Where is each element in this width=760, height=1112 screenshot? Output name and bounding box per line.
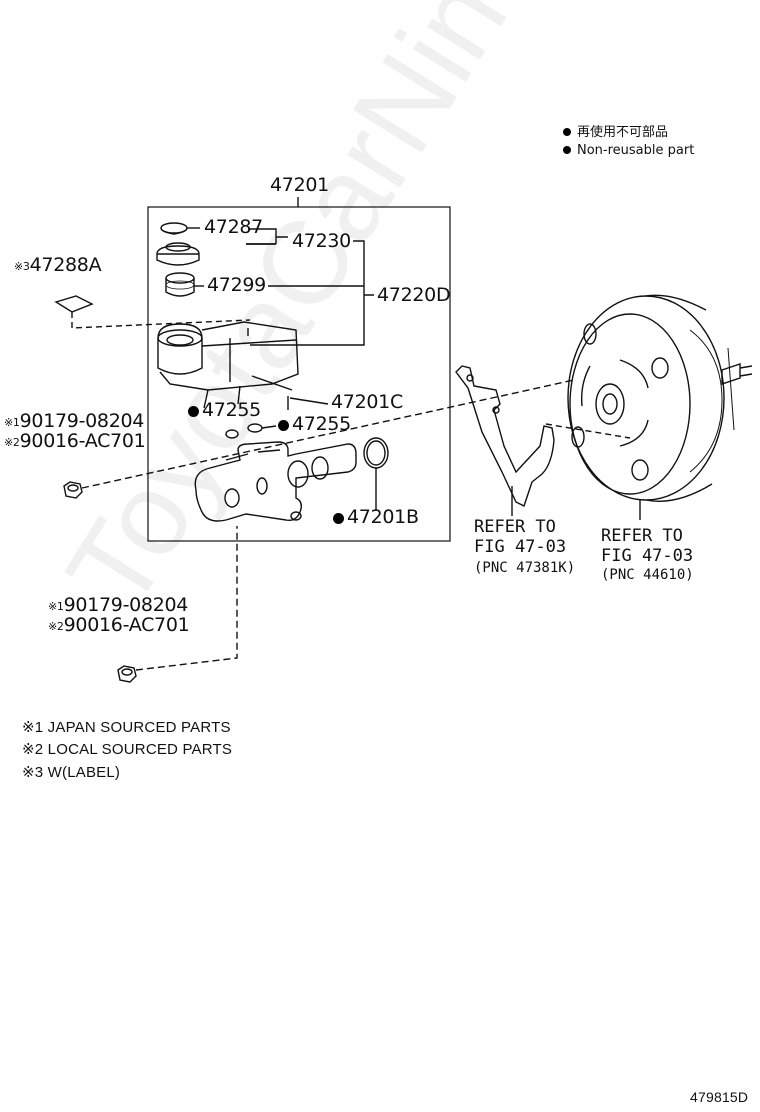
grommet-b-shape [247, 423, 263, 433]
non-reusable-icon [333, 513, 344, 524]
label-nut-lower-1[interactable]: ※190179-08204 [48, 594, 189, 616]
label-47287[interactable]: 47287 [204, 216, 263, 238]
non-reusable-icon [188, 406, 199, 417]
label-nut-upper-2[interactable]: ※290016-AC701 [4, 430, 146, 452]
note-label: ※3 W(LABEL) [22, 764, 121, 781]
label-47220d[interactable]: 47220D [377, 284, 451, 306]
nut-upper-shape [63, 481, 83, 499]
bullet-icon [563, 146, 571, 154]
leader-stud [545, 423, 631, 439]
label-47299[interactable]: 47299 [207, 274, 266, 296]
oring-47201b-shape [363, 437, 389, 511]
label-47230[interactable]: 47230 [292, 230, 351, 252]
assembly-frame [147, 206, 451, 542]
strainer-47299-shape [165, 272, 204, 297]
label-nut-lower-2[interactable]: ※290016-AC701 [48, 614, 190, 636]
label-47288a[interactable]: ※347288A [14, 254, 102, 276]
note-japan-sourced: ※1 JAPAN SOURCED PARTS [22, 719, 231, 736]
label-nut-upper-1[interactable]: ※190179-08204 [4, 410, 145, 432]
cap-47287-shape [160, 222, 200, 235]
pin-47201c-shape [251, 375, 329, 410]
ref-bracket-line2[interactable]: FIG 47-03 [474, 537, 567, 557]
ref-booster-line1[interactable]: REFER TO [601, 526, 683, 546]
legend-non-reusable-jp: 再使用不可部品 [563, 126, 668, 139]
bracket-shape [455, 365, 555, 516]
booster-shape [567, 294, 753, 520]
ref-booster-line3: (PNC 44610) [601, 567, 694, 583]
leader-nut-lower [135, 526, 238, 671]
ref-booster-line2[interactable]: FIG 47-03 [601, 546, 694, 566]
leader-47220d [250, 240, 374, 346]
note-local-sourced: ※2 LOCAL SOURCED PARTS [22, 741, 233, 758]
label-47255-b[interactable]: 47255 [278, 415, 351, 434]
reservoir-shape [157, 321, 299, 409]
leader-47288a [71, 312, 251, 329]
master-cylinder-shape [194, 441, 357, 522]
legend-non-reusable-en: Non-reusable part [563, 144, 694, 157]
ref-bracket-line1[interactable]: REFER TO [474, 517, 556, 537]
label-47288a-shape [54, 295, 94, 313]
leader-nut-upper [81, 379, 575, 489]
label-47201[interactable]: 47201 [270, 174, 329, 196]
label-47201c[interactable]: 47201C [331, 391, 403, 413]
grommet-a-shape [225, 429, 239, 439]
nut-lower-shape [117, 665, 137, 683]
figure-id: 479815D [690, 1089, 749, 1105]
ref-bracket-line3: (PNC 47381K) [474, 560, 576, 576]
non-reusable-icon [278, 420, 289, 431]
label-47201b[interactable]: 47201B [333, 508, 419, 527]
note-ref-3: ※3 [14, 260, 30, 273]
cap-47230-shape [156, 242, 200, 266]
label-47255-a[interactable]: 47255 [188, 401, 261, 420]
bullet-icon [563, 128, 571, 136]
